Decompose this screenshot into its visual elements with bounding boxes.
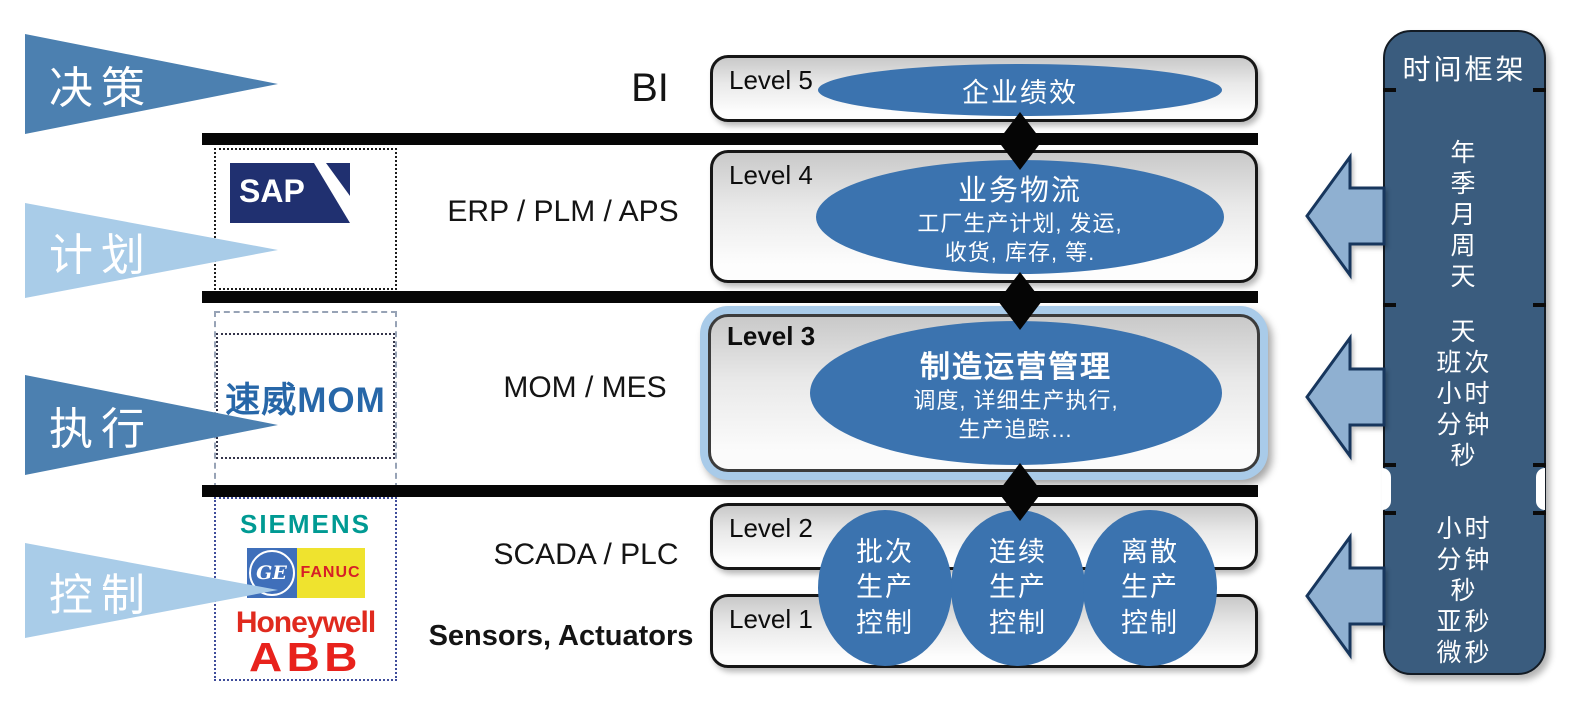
tf-day: 天 <box>1450 263 1479 291</box>
panel-tick <box>1383 303 1396 307</box>
level3-ellipse-line2: 生产追踪… <box>958 417 1074 442</box>
separator-line-1 <box>202 133 1258 145</box>
continuous-line3: 控制 <box>989 607 1047 638</box>
suwei-mom-logo: 速威MOM <box>225 381 386 420</box>
sap-vendor-box <box>214 148 397 290</box>
fanuc-logo: FANUC <box>296 548 365 598</box>
label-sensors-actuators: Sensors, Actuators <box>428 620 694 652</box>
level4-ellipse-line2: 收货, 库存, 等. <box>944 240 1096 265</box>
level4-label: Level 4 <box>729 160 813 190</box>
continuous-control-circle: 连续 生产 控制 <box>951 510 1085 666</box>
tf-subsecond: 亚秒 <box>1436 608 1493 636</box>
timeframe-arrow-level4 <box>1305 152 1386 280</box>
discrete-line3: 控制 <box>1121 607 1179 638</box>
tf-hour2: 小时 <box>1436 515 1493 543</box>
tf-day2: 天 <box>1450 318 1479 346</box>
level3-ellipse-title: 制造运营管理 <box>920 350 1112 384</box>
sap-logo: SAP <box>230 163 350 223</box>
timeframe-arrow-level12 <box>1305 532 1386 660</box>
batch-line1: 批次 <box>856 537 914 568</box>
flow-triangle-execution: 执行 <box>25 375 278 475</box>
flow-label-decision: 决策 <box>49 64 153 113</box>
continuous-line1: 连续 <box>989 537 1047 568</box>
connector-diamond-1 <box>998 112 1042 170</box>
tf-hour: 小时 <box>1436 380 1493 408</box>
timeframe-group-year: 年 季 月 周 天 <box>1385 138 1544 293</box>
flow-triangle-decision: 决策 <box>25 34 278 134</box>
panel-tick <box>1383 88 1396 92</box>
panel-tick <box>1383 511 1396 515</box>
panel-notch <box>1536 468 1545 510</box>
connector-diamond-2 <box>998 272 1042 330</box>
tf-second2: 秒 <box>1450 577 1479 605</box>
honeywell-logo: Honeywell <box>235 606 376 639</box>
label-erp-plm-aps: ERP / PLM / APS <box>447 195 679 228</box>
triangle-shape <box>25 543 278 638</box>
tf-shift: 班次 <box>1436 349 1493 377</box>
level5-ellipse: 企业绩效 <box>818 64 1222 116</box>
batch-line2: 生产 <box>856 572 914 603</box>
connector-diamond-3 <box>998 463 1042 521</box>
level5-ellipse-title: 企业绩效 <box>962 77 1078 108</box>
flow-label-planning: 计划 <box>49 230 153 280</box>
separator-line-3 <box>202 485 1258 497</box>
tf-year: 年 <box>1450 139 1479 167</box>
level4-ellipse: 业务物流 工厂生产计划, 发运, 收货, 库存, 等. <box>816 160 1224 274</box>
level4-ellipse-title: 业务物流 <box>957 174 1082 207</box>
triangle-shape <box>25 375 278 475</box>
panel-tick <box>1533 88 1546 92</box>
tf-second: 秒 <box>1450 442 1479 470</box>
panel-tick <box>1533 463 1546 467</box>
timeframe-group-shift: 天 班次 小时 分钟 秒 <box>1385 317 1544 472</box>
label-bi: BI <box>631 66 669 110</box>
timeframe-title: 时间框架 <box>1402 54 1527 85</box>
flow-triangle-control: 控制 <box>25 543 278 638</box>
discrete-control-circle: 离散 生产 控制 <box>1083 510 1217 666</box>
tf-minute2: 分钟 <box>1436 546 1493 574</box>
level3-ellipse: 制造运营管理 调度, 详细生产执行, 生产追踪… <box>810 321 1222 465</box>
level4-ellipse-line1: 工厂生产计划, 发运, <box>917 210 1123 236</box>
level3-label: Level 3 <box>727 321 816 351</box>
discrete-line1: 离散 <box>1121 537 1179 568</box>
tf-minute: 分钟 <box>1436 411 1493 439</box>
discrete-line2: 生产 <box>1121 572 1179 603</box>
label-scada-plc: SCADA / PLC <box>493 538 679 571</box>
tf-quarter: 季 <box>1450 170 1479 198</box>
abb-logo: ABB <box>249 634 362 680</box>
siemens-logo: SIEMENS <box>239 509 372 539</box>
sap-logo-text: SAP <box>239 173 305 209</box>
ge-monogram: GE <box>248 550 295 596</box>
timeframe-arrow-level3 <box>1305 333 1386 461</box>
mom-vendor-box-inner <box>216 333 395 459</box>
panel-tick <box>1533 303 1546 307</box>
triangle-shape <box>25 203 278 298</box>
tf-month: 月 <box>1450 201 1479 229</box>
continuous-line2: 生产 <box>989 572 1047 603</box>
tf-microsecond: 微秒 <box>1436 639 1493 667</box>
label-mom-mes: MOM / MES <box>503 371 667 404</box>
level2-label: Level 2 <box>729 513 813 543</box>
flow-label-execution: 执行 <box>49 405 153 454</box>
flow-label-control: 控制 <box>49 570 153 620</box>
tf-week: 周 <box>1450 232 1479 260</box>
triangle-shape <box>25 34 278 134</box>
level5-label: Level 5 <box>729 65 813 95</box>
batch-line3: 控制 <box>856 607 914 638</box>
separator-line-2 <box>202 291 1258 303</box>
panel-tick <box>1383 463 1396 467</box>
panel-tick <box>1533 511 1546 515</box>
level1-label: Level 1 <box>729 604 813 634</box>
timeframe-group-subsecond: 小时 分钟 秒 亚秒 微秒 <box>1385 514 1544 669</box>
timeframe-panel: 时间框架 年 季 月 周 天 天 班次 小时 分钟 秒 小时 分钟 秒 亚秒 微… <box>1383 30 1546 675</box>
panel-notch <box>1382 468 1391 510</box>
flow-triangle-planning: 计划 <box>25 203 278 298</box>
level3-ellipse-line1: 调度, 详细生产执行, <box>913 387 1119 413</box>
batch-control-circle: 批次 生产 控制 <box>818 510 952 666</box>
